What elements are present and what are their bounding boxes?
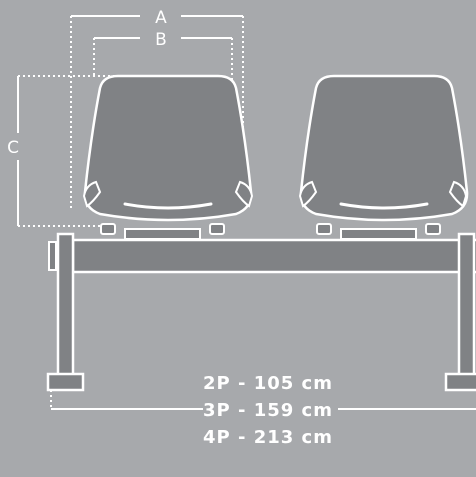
seat-left-handle-right bbox=[234, 180, 254, 208]
seat-left-shell bbox=[83, 74, 253, 222]
seat-left-foot-left bbox=[100, 223, 116, 235]
seat-right bbox=[298, 74, 469, 240]
seat-left-handle-left bbox=[82, 180, 102, 208]
leg-right-post bbox=[457, 232, 476, 378]
leg-right-foot bbox=[444, 372, 476, 392]
seat-left-foot-right bbox=[209, 223, 225, 235]
leg-left bbox=[46, 232, 85, 392]
seat-right-shell bbox=[299, 74, 469, 222]
seat-right-foot-left bbox=[316, 223, 332, 235]
size-3p-label: 3P - 159 cm bbox=[203, 400, 333, 421]
leg-left-foot bbox=[46, 372, 85, 392]
bench-beam bbox=[71, 238, 476, 274]
seat-left bbox=[82, 74, 254, 240]
dimension-c-label: C bbox=[7, 138, 19, 158]
seat-right-bracket bbox=[340, 228, 417, 240]
seat-left-bracket bbox=[124, 228, 201, 240]
length-dimension: 2P - 105 cm 3P - 159 cm 4P - 213 cm bbox=[50, 373, 476, 448]
dimension-a-label: A bbox=[155, 8, 167, 28]
seat-right-foot-right bbox=[425, 223, 441, 235]
dimension-b-label: B bbox=[155, 30, 167, 50]
leg-right bbox=[444, 232, 476, 392]
seat-right-handle-left bbox=[298, 180, 318, 208]
dimension-b: B bbox=[93, 30, 233, 90]
seat-right-handle-right bbox=[448, 180, 468, 208]
seat-right-front-edge bbox=[339, 202, 429, 210]
seat-left-front-edge bbox=[123, 202, 213, 210]
size-4p-label: 4P - 213 cm bbox=[203, 427, 333, 448]
leg-left-end-cap bbox=[48, 241, 57, 271]
size-2p-label: 2P - 105 cm bbox=[203, 373, 333, 394]
leg-left-post bbox=[56, 232, 75, 378]
